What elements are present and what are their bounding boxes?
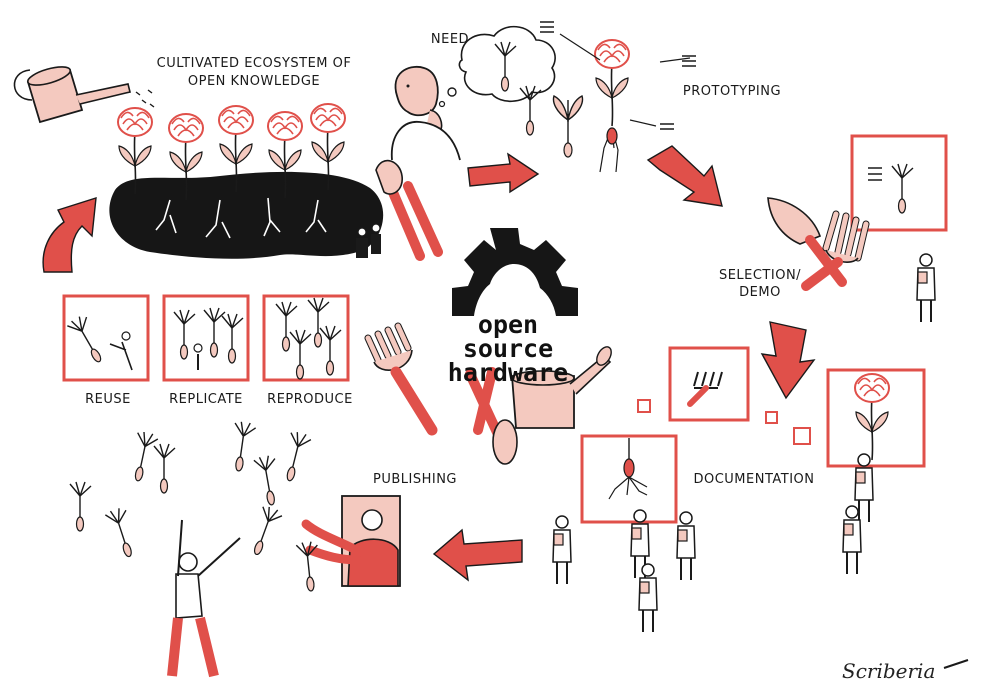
- center-shears-icon: [465, 367, 518, 465]
- label-ecosystem-line1: CULTIVATED ECOSYSTEM OF: [156, 56, 352, 71]
- trowel-icon: [767, 197, 847, 287]
- arrow-to-prototyping: [467, 152, 540, 194]
- reuse-panel: [62, 294, 150, 382]
- documentation-fork-frame: [668, 346, 750, 422]
- small-person-icon: [356, 223, 381, 258]
- presenter-person-icon: [916, 253, 936, 323]
- documentation-squares: [637, 399, 811, 445]
- prototype-growth-icon: [519, 21, 696, 173]
- documentation-flower-frame: [826, 368, 926, 468]
- label-publishing: PUBLISHING: [372, 472, 457, 487]
- thinking-person-icon: [390, 66, 461, 161]
- reproduce-panel: [262, 294, 350, 382]
- cycle-arrow-up: [42, 197, 97, 273]
- window-icon: [301, 495, 401, 587]
- label-need: NEED: [430, 32, 470, 47]
- documentation-board: [580, 434, 678, 524]
- garden-fork-icon: [801, 210, 870, 291]
- watering-can-icon: [13, 66, 155, 124]
- center-title: open source hardware: [433, 310, 583, 387]
- center-fork-icon: [364, 322, 438, 436]
- replicate-panel: [162, 294, 250, 382]
- cheering-person-icon: [167, 519, 241, 678]
- soil-mound-icon: [109, 171, 384, 259]
- label-prototyping: PROTOTYPING: [682, 84, 782, 99]
- center-title-line1: open source: [462, 310, 554, 363]
- signature-pen-icon: [943, 659, 969, 669]
- demo-frame: [850, 134, 948, 232]
- label-selection-line2: DEMO: [739, 285, 781, 300]
- thought-bubble-icon: [438, 25, 556, 108]
- center-title-line2: hardware: [447, 358, 569, 387]
- label-documentation: DOCUMENTATION: [693, 472, 815, 487]
- center-watering-can-icon: [511, 346, 612, 429]
- arrow-to-documentation: [760, 321, 816, 400]
- label-replicate: REPLICATE: [169, 392, 243, 407]
- signature: Scriberia: [842, 659, 936, 683]
- label-reuse: REUSE: [85, 392, 131, 407]
- label-reproduce: REPRODUCE: [267, 392, 353, 407]
- pruning-shears-icon: [375, 159, 443, 261]
- label-ecosystem-line2: OPEN KNOWLEDGE: [187, 74, 321, 89]
- arrow-to-selection: [646, 145, 723, 207]
- open-source-gear-icon: [452, 228, 578, 316]
- label-selection-line1: SELECTION/: [718, 268, 802, 283]
- arrow-to-publishing: [432, 528, 523, 582]
